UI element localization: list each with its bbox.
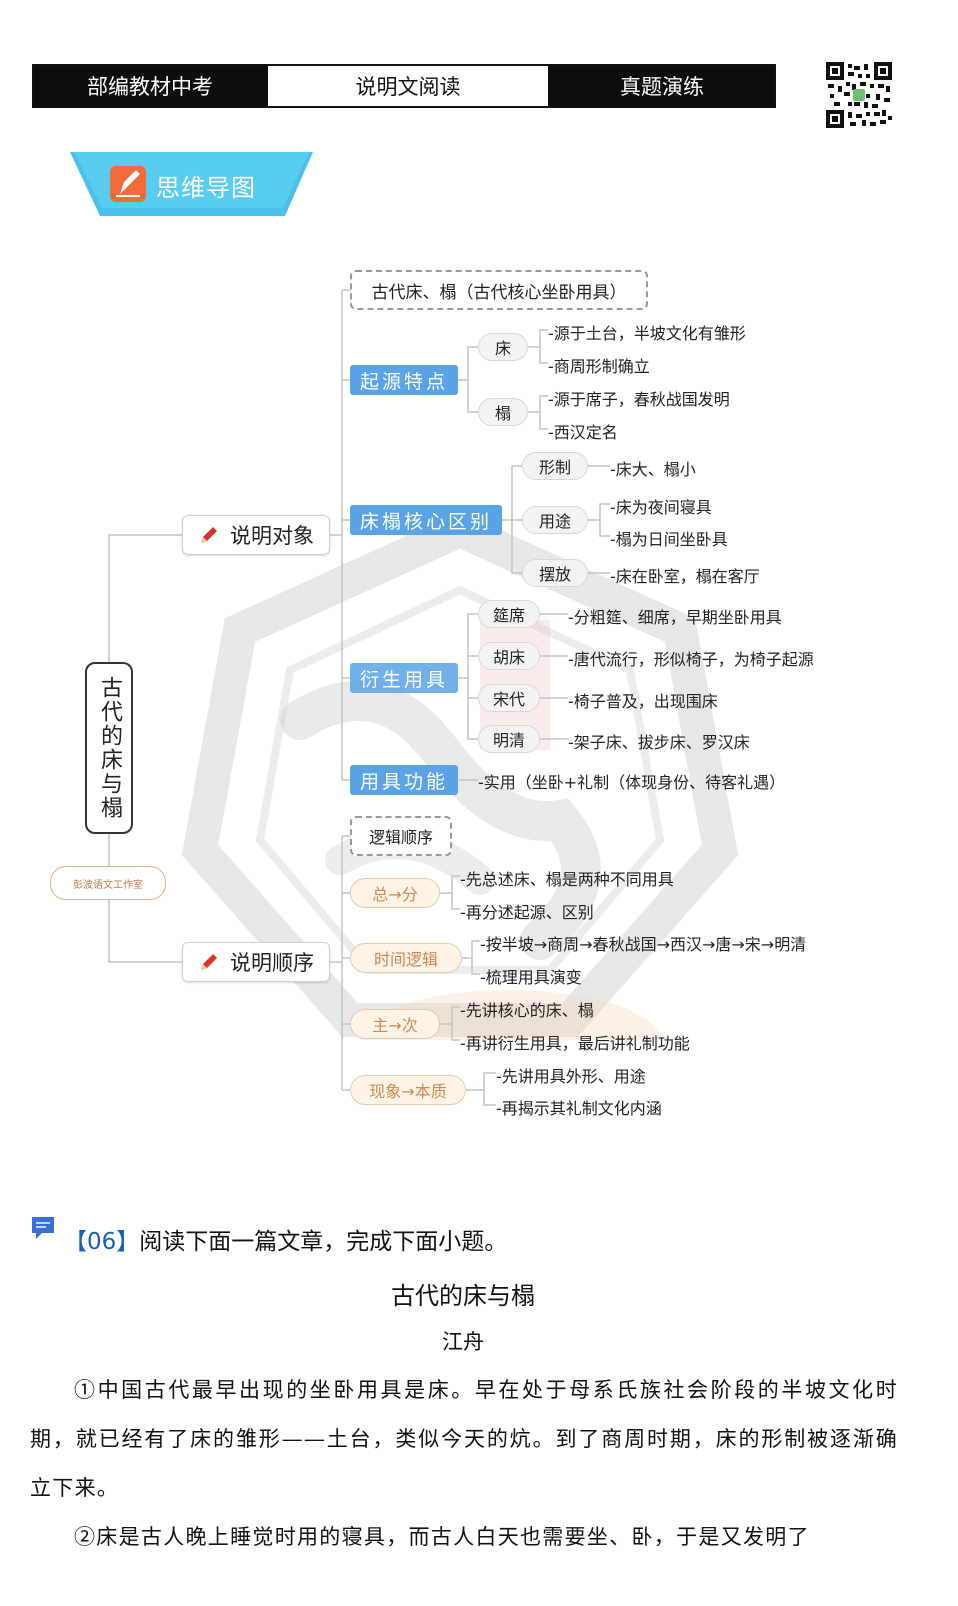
leaf-shape-1: -床大、榻小: [610, 460, 696, 479]
header-bar: 部编教材中考 说明文阅读 真题演练: [32, 64, 776, 108]
node-main-secondary: 主→次: [350, 1009, 440, 1039]
node-general-specific: 总→分: [350, 878, 440, 908]
pencil-icon: [201, 954, 217, 970]
header-left: 部编教材中考: [34, 66, 266, 106]
node-function: 用具功能: [350, 765, 458, 795]
node-difference: 床榻核心区别: [350, 505, 502, 535]
question-line: 【06】阅读下面一篇文章，完成下面小题。: [64, 1222, 507, 1256]
node-mingqing: 明清: [478, 725, 540, 753]
node-explanation-object-label: 说明对象: [230, 524, 314, 548]
node-shape: 形制: [522, 452, 588, 480]
question-number: 【06】: [64, 1229, 140, 1255]
node-yanxi: 筵席: [478, 600, 540, 628]
article-paragraph-1: ①中国古代最早出现的坐卧用具是床。早在处于母系氏族社会阶段的半坡文化时期，就已经…: [30, 1378, 898, 1500]
node-place: 摆放: [522, 559, 588, 587]
qr-code-icon: [826, 62, 892, 128]
leaf-huchuang-1: -唐代流行，形似椅子，为椅子起源: [568, 650, 814, 669]
leaf-ta-1: -源于席子，春秋战国发明: [548, 390, 730, 409]
leaf-time-1: -按半坡→商周→春秋战国→西汉→唐→宋→明清: [480, 935, 807, 954]
node-explanation-object: 说明对象: [182, 515, 330, 555]
article-title: 古代的床与榻: [391, 1282, 535, 1310]
leaf-bed-1: -源于土台，半坡文化有雏形: [548, 324, 746, 343]
node-time-logic: 时间逻辑: [350, 943, 462, 973]
leaf-function-1: -实用（坐卧+礼制（体现身份、待客礼遇）: [478, 773, 786, 792]
leaf-bed-2: -商周形制确立: [548, 357, 650, 376]
node-derived: 衍生用具: [350, 663, 458, 693]
node-bed: 床: [478, 333, 528, 361]
node-logic-order: 逻辑顺序: [350, 816, 452, 856]
pencil-icon: [201, 527, 217, 543]
question-text: 阅读下面一篇文章，完成下面小题。: [139, 1229, 508, 1255]
chat-bubble-icon: [32, 1217, 54, 1239]
leaf-ms-1: -先讲核心的床、榻: [460, 1001, 594, 1020]
leaf-use-2: -榻为日间坐卧具: [610, 530, 728, 549]
node-use: 用途: [522, 506, 588, 534]
header-right: 真题演练: [550, 66, 774, 106]
mindmap-connectors: [108, 289, 610, 1106]
leaf-ta-2: -西汉定名: [548, 423, 618, 442]
article-paragraph-2: ②床是古人晚上睡觉时用的寝具，而古人白天也需要坐、卧，于是又发明了: [74, 1525, 810, 1549]
leaf-yanxi-1: -分粗筵、细席，早期坐卧用具: [568, 608, 782, 627]
mindmap-badge-label: 思维导图: [156, 174, 256, 202]
node-core-object: 古代床、榻（古代核心坐卧用具）: [350, 270, 648, 310]
node-ta: 榻: [478, 398, 528, 426]
mindmap-root: 古代的床与榻: [85, 662, 133, 834]
leaf-pe-2: -再揭示其礼制文化内涵: [496, 1099, 662, 1118]
article-author: 江舟: [442, 1330, 484, 1354]
leaf-mingqing-1: -架子床、拔步床、罗汉床: [568, 733, 750, 752]
node-huchuang: 胡床: [478, 642, 540, 670]
header-middle: 说明文阅读: [266, 66, 550, 106]
leaf-use-1: -床为夜间寝具: [610, 498, 712, 517]
watermark-seal: [181, 520, 739, 1040]
node-origin: 起源特点: [350, 365, 458, 395]
leaf-gs-2: -再分述起源、区别: [460, 903, 594, 922]
node-explanation-order-label: 说明顺序: [230, 951, 314, 975]
mindmap-badge: [70, 152, 313, 216]
leaf-pe-1: -先讲用具外形、用途: [496, 1067, 646, 1086]
node-song: 宋代: [478, 684, 540, 712]
leaf-ms-2: -再讲衍生用具，最后讲礼制功能: [460, 1034, 690, 1053]
studio-stamp: 彭波语文工作室: [50, 866, 166, 900]
node-phenomenon-essence: 现象→本质: [350, 1075, 466, 1105]
leaf-time-2: -梳理用具演变: [480, 968, 582, 987]
leaf-song-1: -椅子普及，出现围床: [568, 692, 718, 711]
leaf-place-1: -床在卧室，榻在客厅: [610, 567, 760, 586]
node-explanation-order: 说明顺序: [182, 942, 330, 982]
leaf-gs-1: -先总述床、榻是两种不同用具: [460, 870, 674, 889]
